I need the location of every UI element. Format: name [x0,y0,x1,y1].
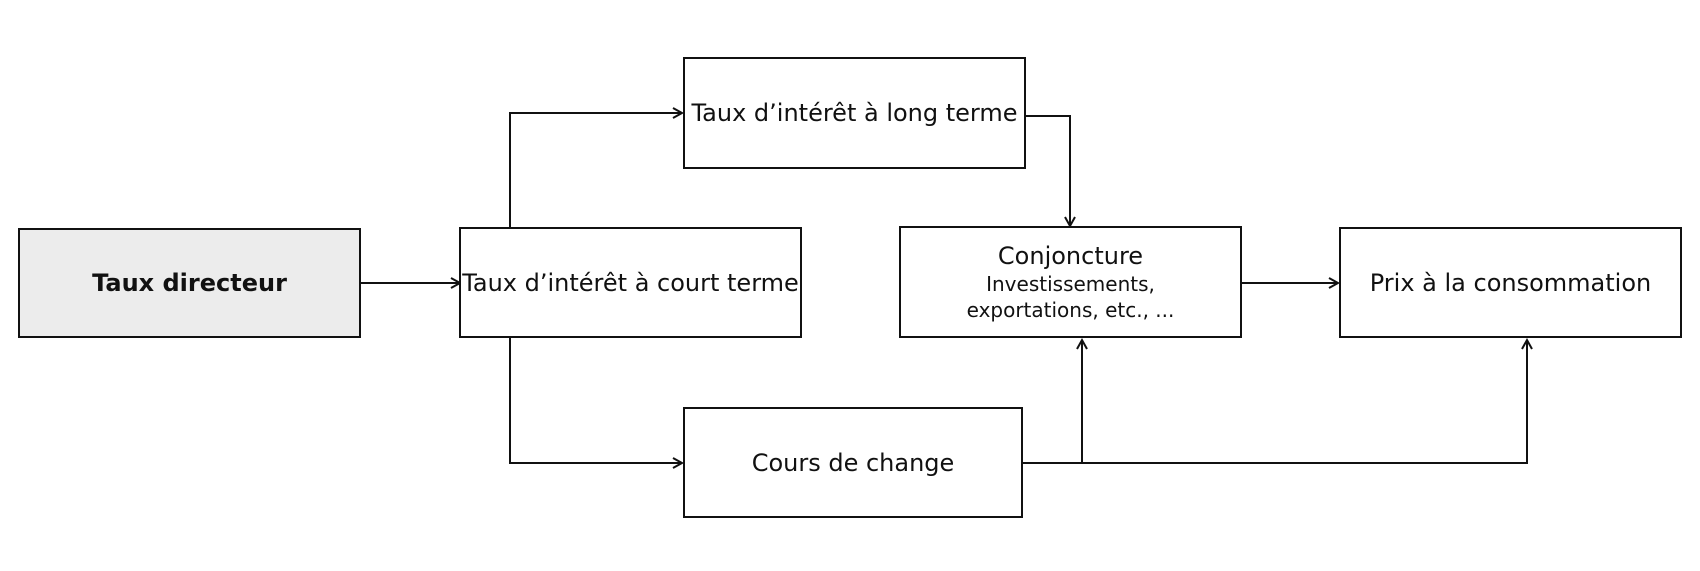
node-exchange-rate-label: Cours de change [751,448,955,477]
edge-exchange-rate-to-consumer-prices [1082,337,1533,464]
edge-short-rate-to-exchange-rate [509,338,685,469]
node-economy-sub-line-2: exportations, etc., ... [966,298,1175,322]
node-short-term-rate: Taux d’intérêt à court terme [459,227,802,338]
edge-exchange-rate-to-economy [1022,337,1088,464]
node-economy-sub-line-1: Investissements, [986,272,1155,296]
node-consumer-prices: Prix à la consommation [1339,227,1682,338]
node-consumer-prices-label: Prix à la consommation [1369,268,1652,297]
node-economy-label: Conjoncture [997,242,1144,270]
node-long-term-rate-label: Taux d’intérêt à long terme [691,99,1018,127]
node-long-term-rate: Taux d’intérêt à long terme [683,57,1026,169]
node-exchange-rate: Cours de change [683,407,1023,518]
node-policy-rate-label: Taux directeur [92,269,287,297]
node-economy: Conjoncture Investissements, exportation… [899,226,1242,338]
node-policy-rate: Taux directeur [18,228,361,338]
edge-short-to-long-rate [509,107,685,228]
node-short-term-rate-label: Taux d’intérêt à court terme [462,268,799,297]
edge-long-rate-to-economy [1025,115,1076,229]
